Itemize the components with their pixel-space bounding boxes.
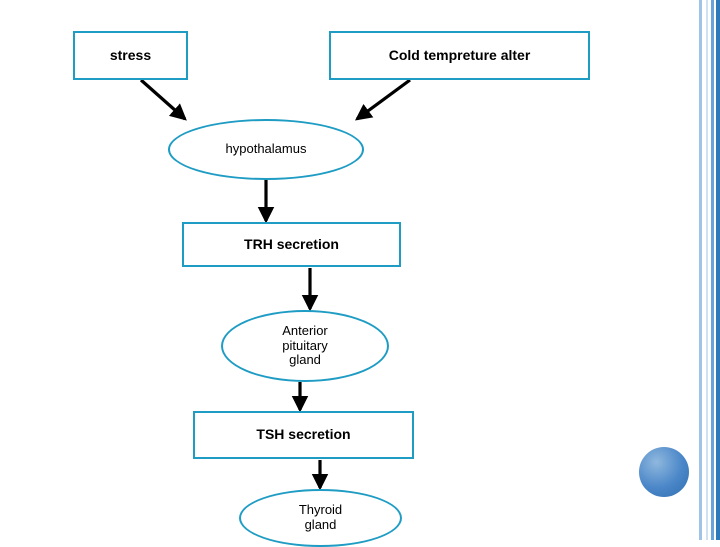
node-cold-temperature[interactable]: Cold tempreture alter: [329, 31, 590, 80]
right-rail-medium-blue: [711, 0, 714, 540]
node-hypothalamus[interactable]: hypothalamus: [168, 119, 364, 180]
right-rail-light-blue: [699, 0, 702, 540]
right-rail-pale-blue: [706, 0, 708, 540]
node-tsh-secretion[interactable]: TSH secretion: [193, 411, 414, 459]
decorative-blue-circle: [639, 447, 689, 497]
node-anterior-pituitary-gland[interactable]: Anterior pituitary gland: [221, 310, 389, 382]
node-thyroid-gland[interactable]: Thyroid gland: [239, 489, 402, 547]
right-rail-dark-blue: [716, 0, 720, 540]
node-trh-secretion[interactable]: TRH secretion: [182, 222, 401, 267]
node-stress[interactable]: stress: [73, 31, 188, 80]
